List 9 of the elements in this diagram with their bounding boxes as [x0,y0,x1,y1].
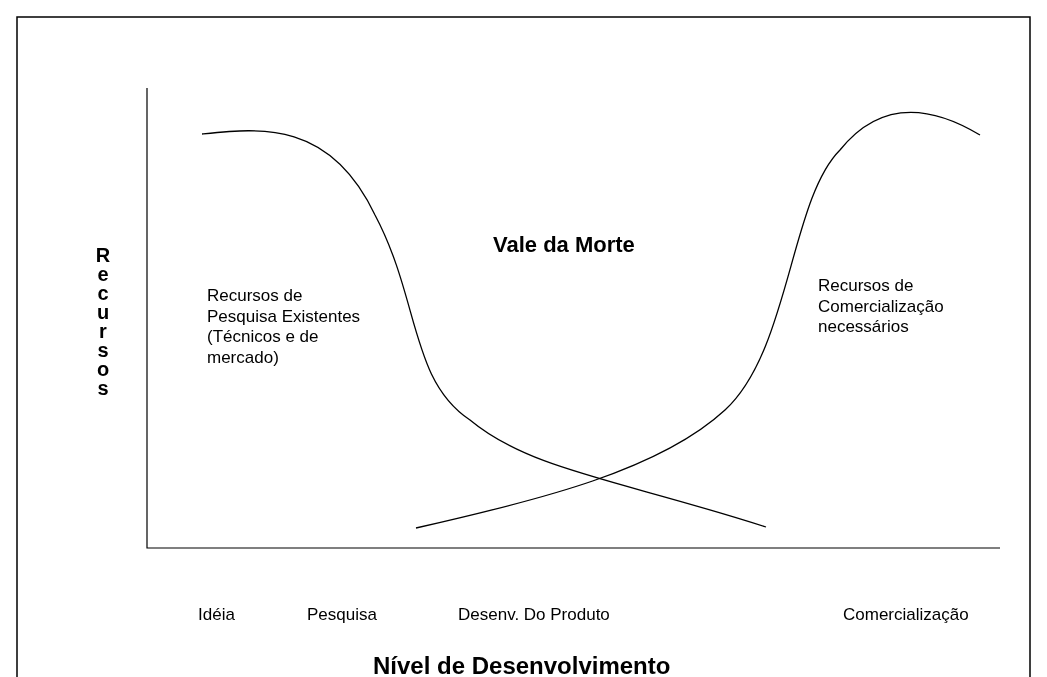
curve-label: Recursos de Comercialização necessários [818,276,945,339]
axis-category-label: Comercialização [843,605,969,625]
axis-title: Recursos [94,246,112,398]
axis-title: Nível de Desenvolvimento [373,652,671,677]
axis-category-label: Desenv. Do Produto [458,605,610,625]
curve-label: Recursos de Pesquisa Existentes (Técnicos e de mercado) [207,286,362,369]
region-title: Vale da Morte [493,232,635,258]
axis-category-label: Idéia [198,605,235,625]
axis-category-label: Pesquisa [307,605,377,625]
